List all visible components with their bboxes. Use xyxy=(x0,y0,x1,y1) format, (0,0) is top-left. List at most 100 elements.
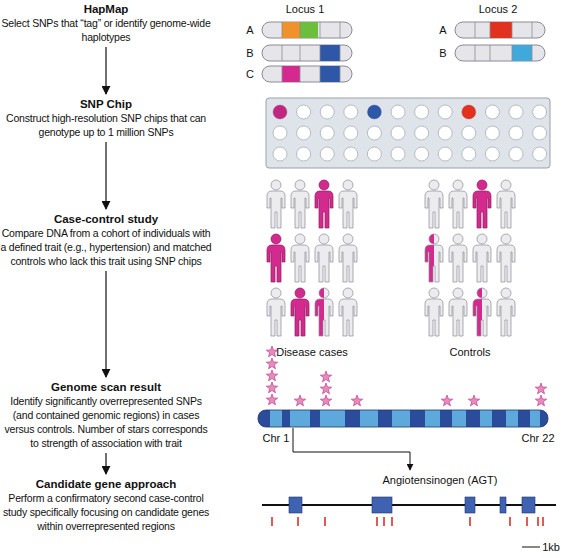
person-figure xyxy=(315,288,333,336)
exon xyxy=(372,497,392,513)
association-stars xyxy=(266,346,546,406)
snp-dot xyxy=(367,105,381,119)
chromosome-bar xyxy=(262,66,352,82)
star xyxy=(266,370,277,381)
star xyxy=(320,383,331,394)
snp-segment xyxy=(512,45,532,61)
genome-bar-outline xyxy=(258,410,548,427)
chip-wells xyxy=(273,105,547,161)
snp-chip xyxy=(266,98,550,168)
flow-arrow xyxy=(105,142,106,209)
figure-label: 1kb xyxy=(542,541,560,554)
step-text-box: Case-control studyCompare DNA from a coh… xyxy=(0,212,212,268)
person-figure xyxy=(291,288,309,336)
star xyxy=(320,395,331,406)
star xyxy=(351,395,362,406)
snp-dot xyxy=(273,105,287,119)
star xyxy=(294,395,305,406)
star xyxy=(441,395,452,406)
step-heading: SNP Chip xyxy=(0,97,212,111)
step-heading: Genome scan result xyxy=(0,380,212,394)
exon xyxy=(289,497,302,513)
snp-segment xyxy=(300,22,318,38)
step-text-box: HapMapSelect SNPs that “tag” or identify… xyxy=(0,2,212,44)
chromosome-bar xyxy=(455,45,545,61)
person-figure xyxy=(449,234,467,282)
gene-model xyxy=(262,497,556,547)
person-figure xyxy=(497,234,515,282)
star xyxy=(266,346,277,357)
person-figure xyxy=(497,288,515,336)
person-figure xyxy=(473,234,491,282)
person-figure xyxy=(449,288,467,336)
haplotype-chromosomes xyxy=(262,22,545,82)
person-figure xyxy=(339,234,357,282)
exon xyxy=(522,497,535,513)
person-figure xyxy=(315,180,333,228)
snp-segment xyxy=(490,22,512,38)
case-figures xyxy=(267,180,357,336)
segment-dividers xyxy=(282,22,340,82)
person-figure xyxy=(267,234,285,282)
step-text-box: Genome scan resultIdentify significantly… xyxy=(0,380,212,450)
exon xyxy=(465,497,475,513)
scale-bar xyxy=(522,547,540,548)
segment-dividers xyxy=(475,22,532,61)
snp-segment xyxy=(320,45,340,61)
star xyxy=(266,382,277,393)
flow-arrow xyxy=(105,453,106,474)
person-figure xyxy=(425,180,443,228)
figure-label: B xyxy=(439,47,446,60)
step-description: Construct high-resolution SNP chips that… xyxy=(0,111,212,139)
figure-label: A xyxy=(246,24,253,37)
control-figures xyxy=(425,180,515,336)
chromosome-bar xyxy=(455,22,545,38)
person-figure xyxy=(315,234,333,282)
star xyxy=(320,371,331,382)
figure-label: Locus 2 xyxy=(479,3,518,16)
zoom-arrow xyxy=(293,428,410,470)
figure-label: B xyxy=(246,47,253,60)
flow-arrow xyxy=(105,271,106,377)
step-text-box: SNP ChipConstruct high-resolution SNP ch… xyxy=(0,97,212,139)
star xyxy=(266,358,277,369)
person-figure xyxy=(449,180,467,228)
star xyxy=(266,394,277,405)
person-figure xyxy=(425,288,443,336)
figure-label: Disease cases xyxy=(276,346,348,359)
person-figure xyxy=(291,234,309,282)
flow-arrow xyxy=(105,47,106,94)
figure-label: Chr 22 xyxy=(521,432,554,445)
person-figure xyxy=(267,180,285,228)
person-figure xyxy=(497,180,515,228)
step-description: Identify significantly overrepresented S… xyxy=(0,394,212,450)
step-heading: HapMap xyxy=(0,2,212,16)
figure-label: Locus 1 xyxy=(286,3,325,16)
person-figure xyxy=(291,180,309,228)
step-description: Perform a confirmatory second case-contr… xyxy=(0,491,212,533)
star xyxy=(535,383,546,394)
step-heading: Case-control study xyxy=(0,212,212,226)
figure-label: A xyxy=(439,24,446,37)
snp-segment xyxy=(282,66,300,82)
chromosome-bar xyxy=(262,45,352,61)
figure-label: C xyxy=(246,68,254,81)
figure-label: Angiotensinogen (AGT) xyxy=(383,474,498,487)
step-description: Select SNPs that “tag” or identify genom… xyxy=(0,16,212,44)
figure-label: Chr 1 xyxy=(263,432,290,445)
person-figure xyxy=(425,234,443,282)
star xyxy=(468,395,479,406)
exon xyxy=(500,497,506,513)
person-figure xyxy=(267,288,285,336)
snp-segment xyxy=(282,22,300,38)
step-heading: Candidate gene approach xyxy=(0,477,212,491)
person-figure xyxy=(473,288,491,336)
step-text-box: Candidate gene approachPerform a confirm… xyxy=(0,477,212,533)
snp-dot xyxy=(462,105,476,119)
gene-line xyxy=(262,504,556,506)
snp-segment xyxy=(320,66,340,82)
snp-ticks xyxy=(272,517,543,526)
figure-label: Controls xyxy=(450,346,491,359)
chromosome-bar xyxy=(262,22,352,38)
